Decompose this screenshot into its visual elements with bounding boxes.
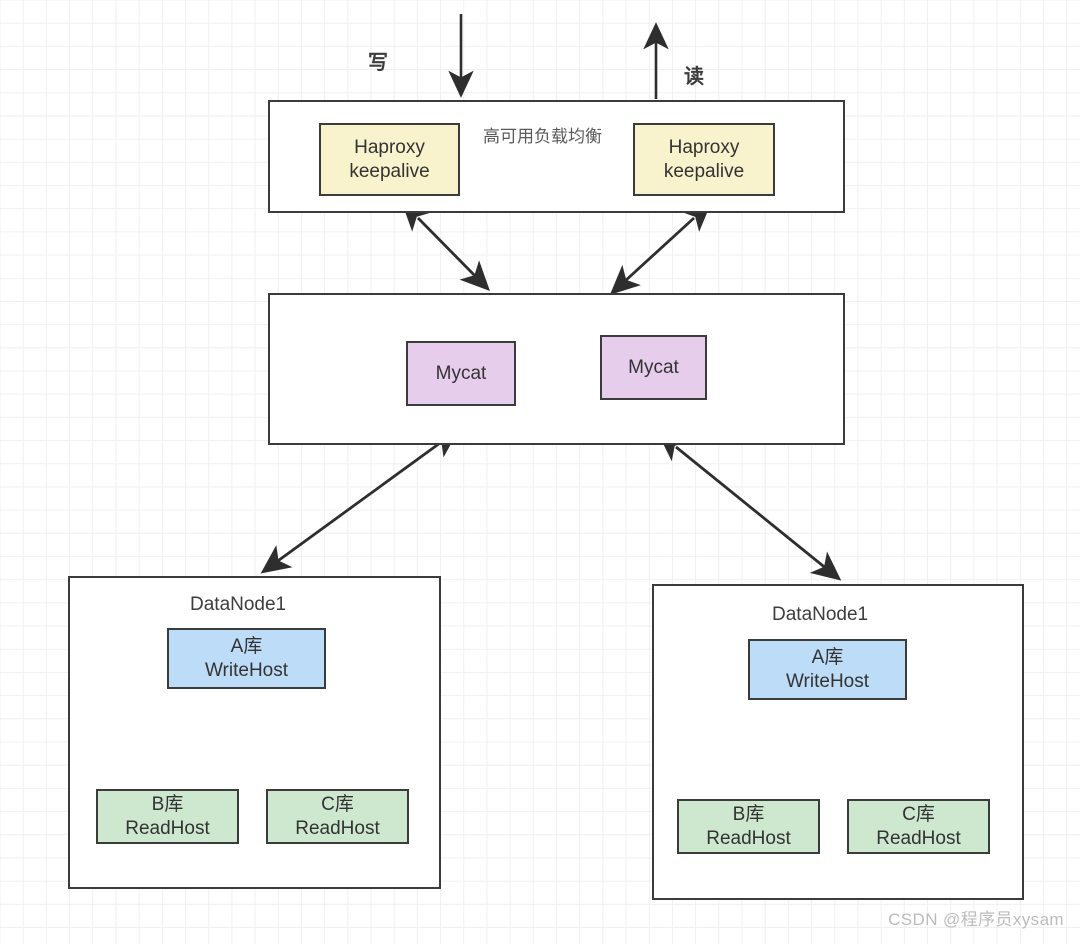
csdn-watermark: CSDN @程序员xysam — [888, 910, 1064, 929]
haproxy-node-2[interactable]: Haproxy keepalive — [633, 123, 775, 196]
datanode-2-read-host-c[interactable]: C库 ReadHost — [847, 799, 990, 854]
mycat-node-2[interactable]: Mycat — [600, 335, 707, 400]
proxy-to-mycat-left-arrow — [401, 201, 490, 291]
proxy-to-mycat-right-arrow — [609, 201, 712, 295]
datanode-group-2-title: DataNode1 — [772, 604, 869, 625]
haproxy-node-1[interactable]: Haproxy keepalive — [319, 123, 460, 196]
datanode-1-read-host-b[interactable]: B库 ReadHost — [96, 789, 239, 844]
datanode-1-write-host[interactable]: A库 WriteHost — [167, 628, 326, 689]
haproxy-link-label: 高可用负载均衡 — [483, 127, 602, 146]
mycat-layer-container — [268, 293, 845, 445]
datanode-group-1-title: DataNode1 — [190, 594, 287, 615]
write-flow-label: 写 — [368, 52, 388, 74]
mycat-to-datanode-left-arrow — [260, 429, 460, 574]
mycat-to-datanode-right-arrow — [657, 432, 842, 581]
datanode-1-read-host-c[interactable]: C库 ReadHost — [266, 789, 409, 844]
datanode-2-read-host-b[interactable]: B库 ReadHost — [677, 799, 820, 854]
mycat-node-1[interactable]: Mycat — [406, 341, 516, 406]
read-flow-label: 读 — [684, 66, 704, 88]
datanode-2-write-host[interactable]: A库 WriteHost — [748, 639, 907, 700]
